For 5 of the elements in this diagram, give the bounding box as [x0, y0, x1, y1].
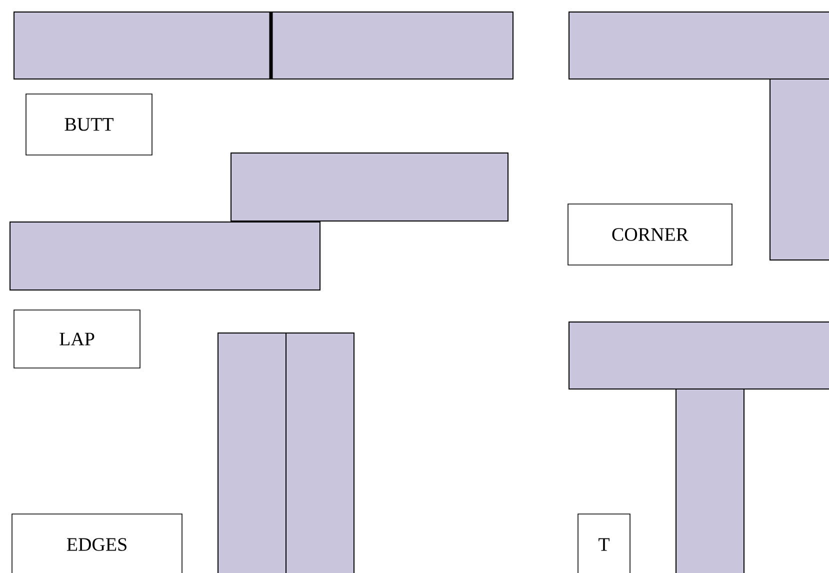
label-box: T [578, 514, 630, 573]
label-box: EDGES [12, 514, 182, 573]
label-box: BUTT [26, 94, 152, 156]
label-box: CORNER [568, 204, 732, 266]
label-box: LAP [14, 310, 140, 368]
